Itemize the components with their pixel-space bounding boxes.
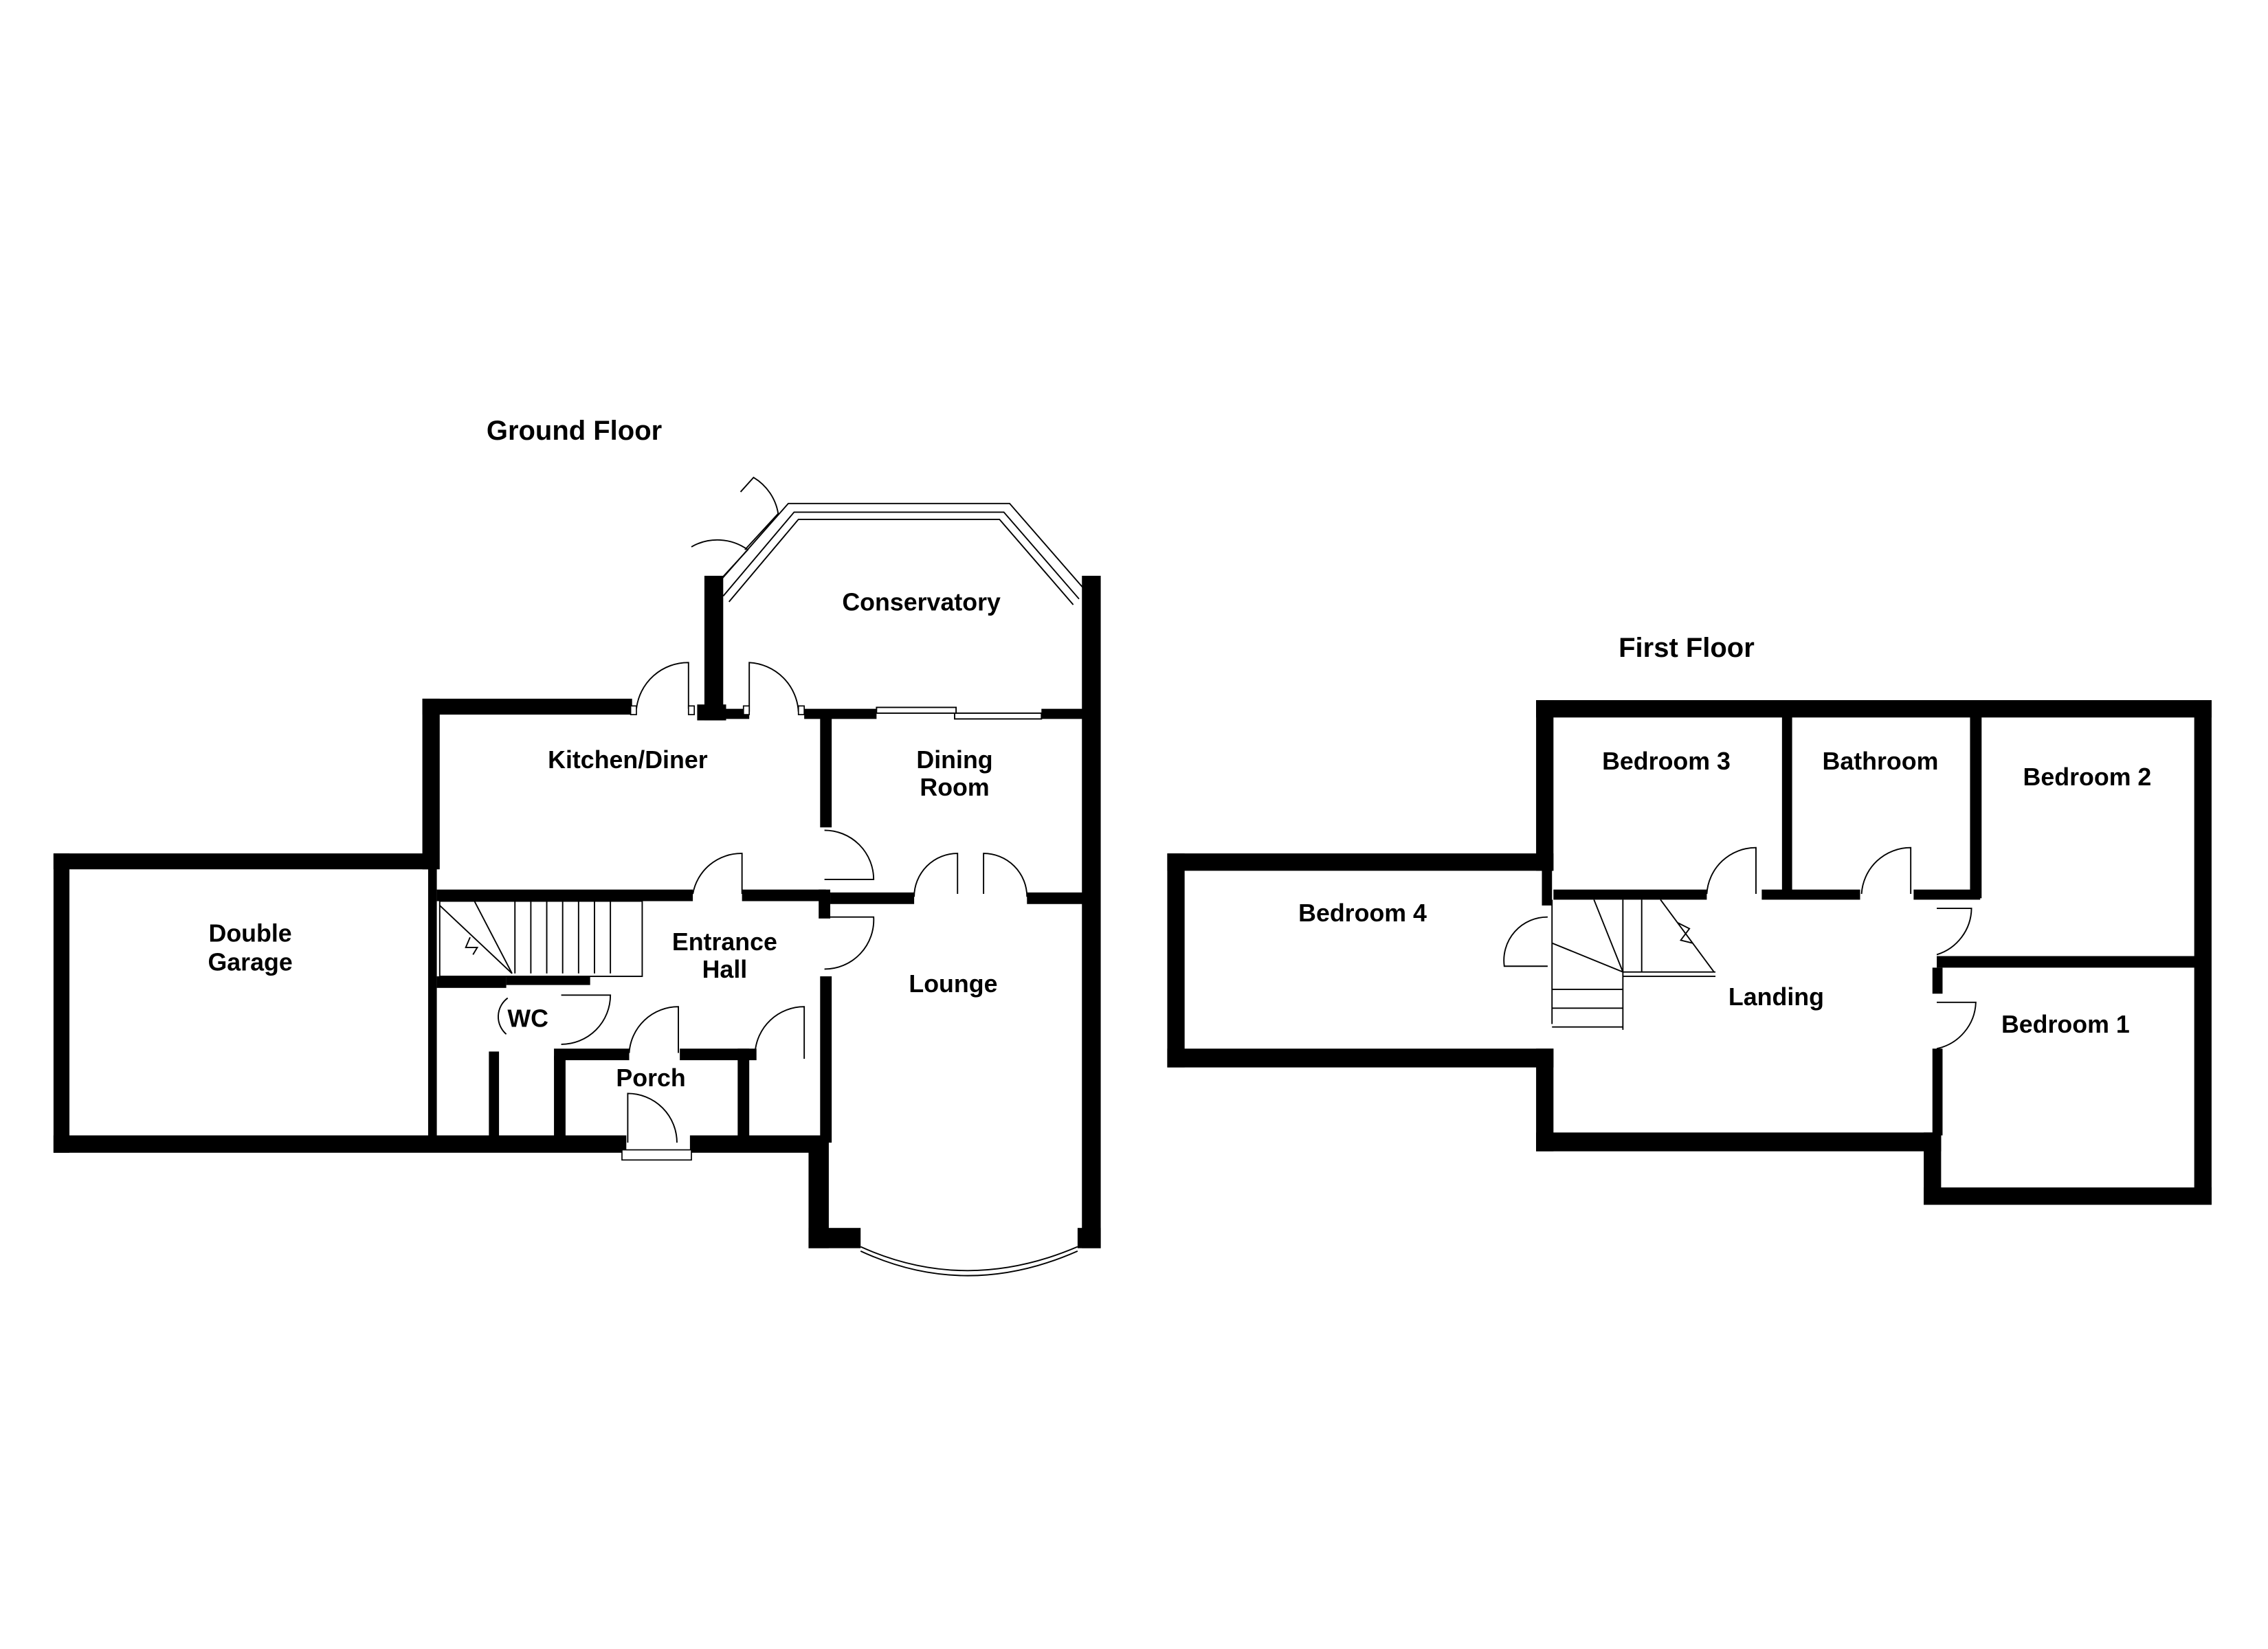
room-label-bedroom-3: Bedroom 3 [1602,748,1731,775]
room-label-bathroom: Bathroom [1823,748,1939,775]
room-label-double-garage-line1: Double [208,919,291,947]
room-label-kitchen-diner: Kitchen/Diner [548,746,708,774]
room-label-entrance-hall-line1: Entrance [672,928,777,956]
first-floor-title: First Floor [1619,633,1755,663]
room-label-landing: Landing [1728,983,1824,1011]
room-label-lounge: Lounge [909,970,997,998]
room-label-porch: Porch [616,1064,685,1092]
room-label-conservatory: Conservatory [842,589,1001,616]
room-label-bedroom-4: Bedroom 4 [1298,899,1427,927]
room-label-entrance-hall-line2: Hall [702,956,748,983]
room-label-dining-room-line2: Room [920,774,989,801]
first-floor-plan: First Floor [1167,633,2212,1205]
room-label-bedroom-2: Bedroom 2 [2023,763,2152,791]
room-label-bedroom-1: Bedroom 1 [2001,1011,2130,1038]
room-label-dining-room-line1: Dining [916,746,992,774]
ground-floor-title: Ground Floor [487,416,662,446]
room-label-double-garage-line2: Garage [208,949,292,976]
ground-floor-plan: Ground Floor [53,416,1101,1277]
room-label-wc: WC [507,1005,548,1033]
